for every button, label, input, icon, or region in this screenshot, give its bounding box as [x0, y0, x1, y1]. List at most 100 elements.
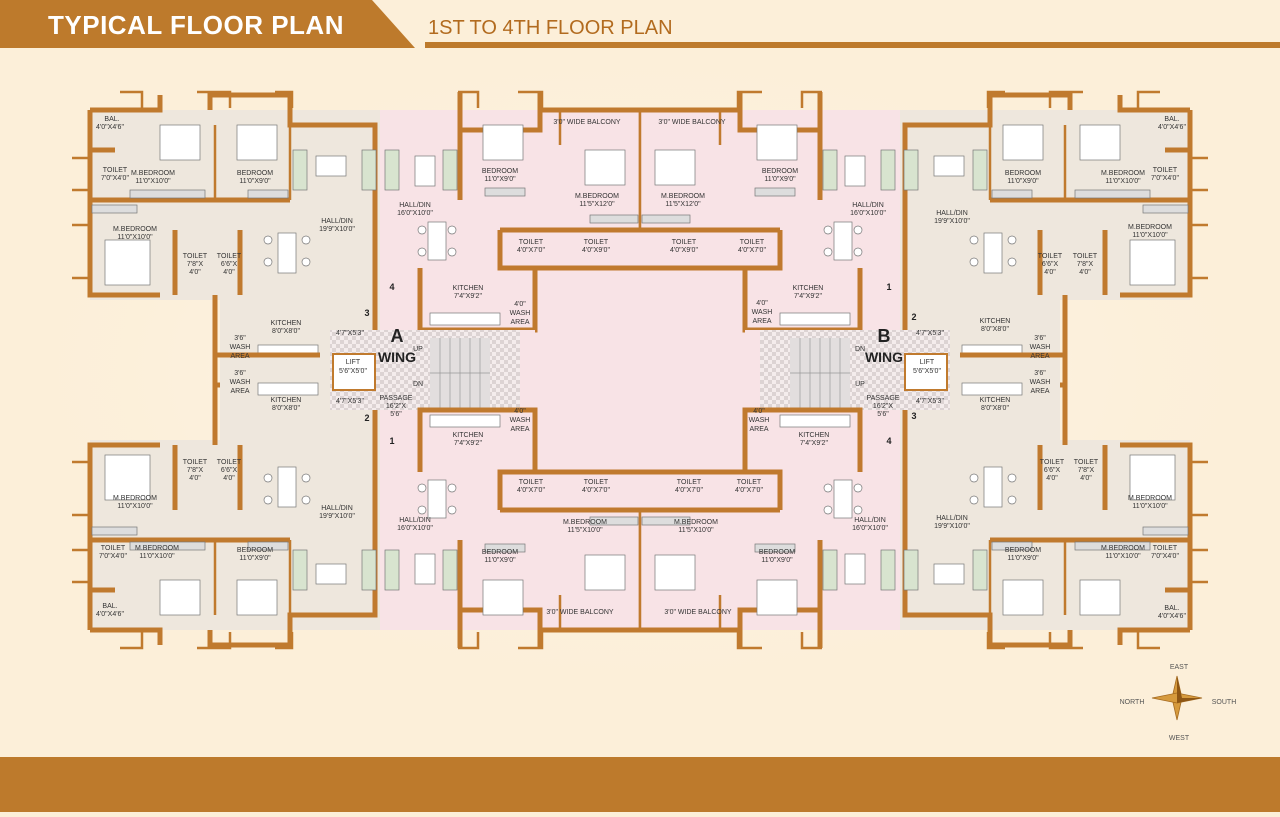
flat-number: 3: [911, 411, 916, 421]
label-toilet-dim: 7'8"X: [187, 261, 204, 268]
label-toilet-dim: 7'0"X4'0": [1151, 553, 1179, 560]
label-master-bedroom-dim: 11'0"X10'0": [117, 503, 153, 510]
wing-a-word: WING: [378, 349, 416, 365]
label-toilet-dim: 7'0"X4'0": [99, 553, 127, 560]
label-master-bedroom-dim: 11'0"X10'0": [135, 178, 171, 185]
label-bedroom-dim: 11'0"X9'0": [484, 557, 516, 564]
label-toilet-dim: 7'8"X: [1078, 467, 1095, 474]
label-wash-area: AREA: [1030, 353, 1049, 360]
label-toilet-dim: 4'0": [1079, 269, 1091, 276]
wing-b-letter: B: [878, 326, 891, 346]
label-lobby: 4'7"X5'3": [336, 330, 364, 337]
label-kitchen: KITCHEN: [793, 285, 824, 292]
label-hall: HALL/DIN: [399, 517, 431, 524]
label-bal-dim: 4'0"X4'6": [96, 124, 124, 131]
label-toilet: TOILET: [183, 459, 208, 466]
label-bedroom: BEDROOM: [237, 547, 273, 554]
label-toilet-dim: 6'6"X: [221, 261, 238, 268]
label-hall: HALL/DIN: [854, 517, 886, 524]
label-kitchen-dim: 8'0"X8'0": [272, 405, 300, 412]
label-bedroom-dim: 11'0"X9'0": [484, 176, 516, 183]
wing-a-letter: A: [391, 326, 404, 346]
header-rule: [425, 42, 1280, 48]
label-master-bedroom: M.BEDROOM: [674, 519, 718, 526]
label-master-bedroom: M.BEDROOM: [113, 226, 157, 233]
label-balcony: 3'0" WIDE BALCONY: [658, 119, 726, 126]
label-toilet-dim: 4'0": [1080, 475, 1092, 482]
label-master-bedroom: M.BEDROOM: [1101, 545, 1145, 552]
label-kitchen-dim: 7'4"X9'2": [454, 293, 482, 300]
label-toilet: TOILET: [672, 239, 697, 246]
label-bedroom: BEDROOM: [482, 168, 518, 175]
label-hall: HALL/DIN: [936, 210, 968, 217]
label-kitchen: KITCHEN: [271, 320, 302, 327]
label-bal-dim: 4'0"X4'6": [1158, 124, 1186, 131]
label-wash-area: AREA: [230, 353, 249, 360]
label-toilet-dim: 7'8"X: [187, 467, 204, 474]
label-master-bedroom: M.BEDROOM: [135, 545, 179, 552]
label-master-bedroom: M.BEDROOM: [1128, 224, 1172, 231]
label-bedroom: BEDROOM: [762, 168, 798, 175]
label-bedroom: BEDROOM: [1005, 547, 1041, 554]
label-master-bedroom-dim: 11'0"X10'0": [1105, 178, 1141, 185]
label-hall: HALL/DIN: [321, 505, 353, 512]
flat-number: 1: [389, 436, 394, 446]
label-bedroom-dim: 11'0"X9'0": [1007, 178, 1039, 185]
label-bal: BAL.: [102, 603, 117, 610]
label-toilet-dim: 6'6"X: [221, 467, 238, 474]
label-hall: HALL/DIN: [399, 202, 431, 209]
wing-a-labels: BAL. 4'0"X4'6" TOILET 7'0"X4'0" M.BEDROO…: [96, 116, 621, 618]
label-bedroom-dim: 11'0"X9'0": [761, 557, 793, 564]
label-passage-dim: 5'6": [877, 411, 889, 418]
label-toilet: TOILET: [217, 459, 242, 466]
label-master-bedroom-dim: 11'0"X10'0": [1132, 232, 1168, 239]
label-toilet-dim: 4'0": [1044, 269, 1056, 276]
label-master-bedroom: M.BEDROOM: [1101, 170, 1145, 177]
label-wash-area: WASH: [510, 310, 531, 317]
label-toilet-dim: 7'0"X4'0": [1151, 175, 1179, 182]
label-wash-area: 4'0": [514, 301, 526, 308]
compass-rose-icon: EAST NORTH SOUTH WEST: [1120, 664, 1237, 742]
label-toilet-dim: 4'0"X7'0": [517, 487, 545, 494]
label-bal-dim: 4'0"X4'6": [1158, 613, 1186, 620]
label-master-bedroom-dim: 11'0"X10'0": [1105, 553, 1141, 560]
label-toilet: TOILET: [217, 253, 242, 260]
label-bedroom: BEDROOM: [237, 170, 273, 177]
label-toilet-dim: 4'0": [189, 269, 201, 276]
label-master-bedroom-dim: 11'0"X10'0": [139, 553, 175, 560]
label-dn: DN: [855, 346, 865, 353]
label-toilet: TOILET: [1038, 253, 1063, 260]
label-toilet-dim: 4'0"X7'0": [675, 487, 703, 494]
label-up: UP: [855, 381, 865, 388]
label-hall-dim: 19'9"X10'0": [934, 218, 970, 225]
label-toilet: TOILET: [677, 479, 702, 486]
label-toilet-dim: 6'6"X: [1042, 261, 1059, 268]
label-wash-area: AREA: [1030, 388, 1049, 395]
label-wash-area: WASH: [752, 309, 773, 316]
flat-number: 1: [886, 282, 891, 292]
label-wash-area: 3'6": [234, 335, 246, 342]
label-toilet: TOILET: [1153, 167, 1178, 174]
label-wash-area: WASH: [1030, 344, 1051, 351]
label-toilet-dim: 4'0": [1046, 475, 1058, 482]
wing-b-labels: BAL. 4'0"X4'6" TOILET 7'0"X4'0" M.BEDROO…: [658, 116, 1186, 620]
label-toilet: TOILET: [519, 479, 544, 486]
label-toilet: TOILET: [1040, 459, 1065, 466]
label-kitchen-dim: 8'0"X8'0": [272, 328, 300, 335]
label-toilet-dim: 4'0"X7'0": [582, 487, 610, 494]
label-passage: PASSAGE: [380, 395, 413, 402]
label-bal: BAL.: [104, 116, 119, 123]
label-bedroom: BEDROOM: [759, 549, 795, 556]
label-balcony: 3'0" WIDE BALCONY: [546, 609, 614, 616]
compass-east: EAST: [1170, 664, 1189, 671]
label-lift-dim: 5'6"X5'0": [339, 368, 367, 375]
label-wash-area: WASH: [230, 344, 251, 351]
label-hall-dim: 19'9"X10'0": [319, 513, 355, 520]
label-hall-dim: 19'9"X10'0": [319, 226, 355, 233]
label-kitchen: KITCHEN: [453, 285, 484, 292]
label-wash-area: AREA: [510, 319, 529, 326]
label-lobby: 4'7"X5'3": [916, 398, 944, 405]
wing-b-word: WING: [865, 349, 903, 365]
label-kitchen-dim: 7'4"X9'2": [800, 440, 828, 447]
